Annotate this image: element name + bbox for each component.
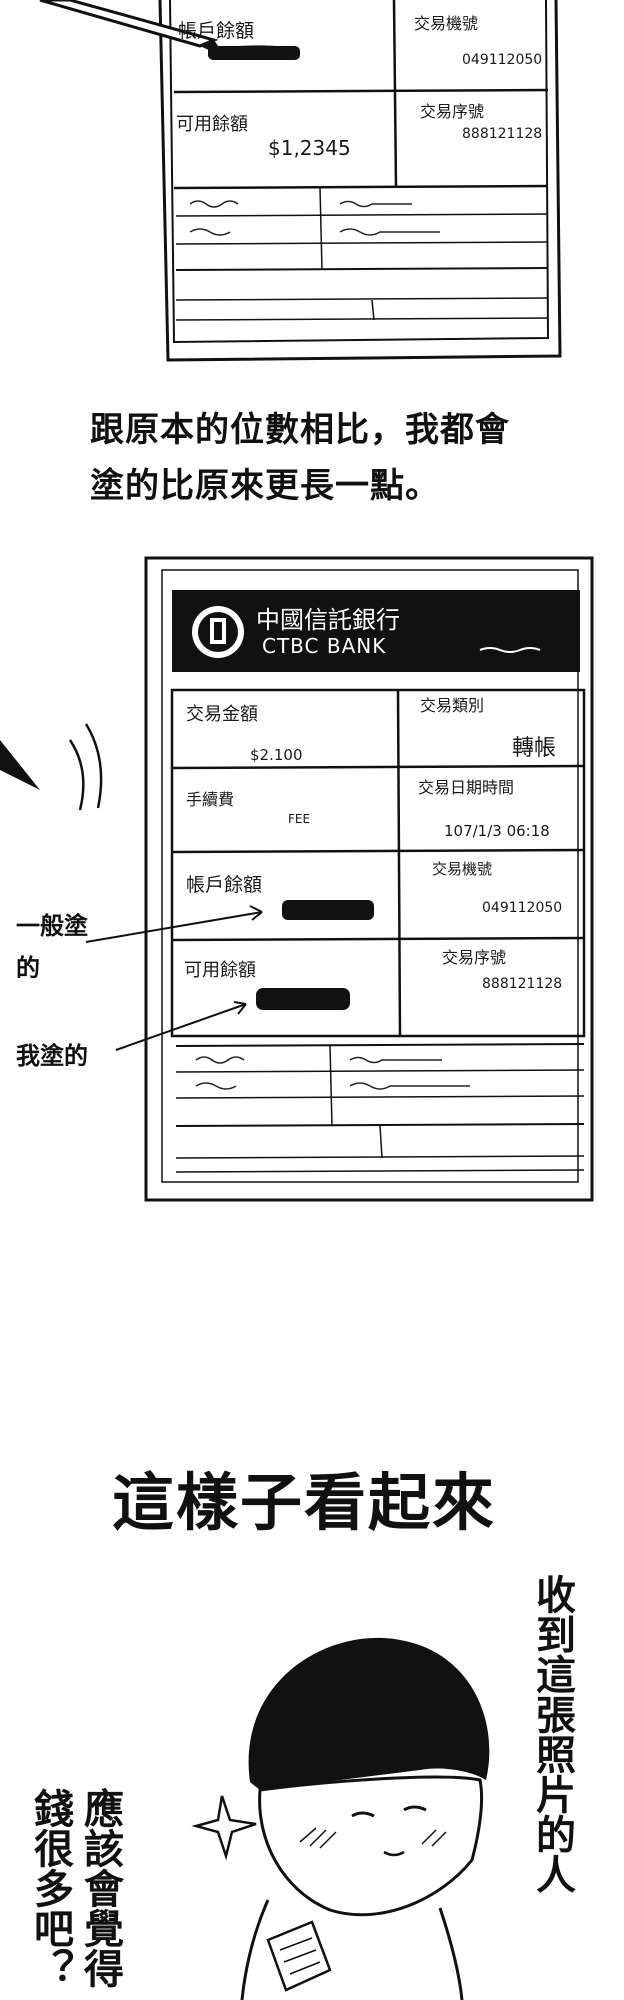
- amount-value: $2.100: [250, 746, 303, 764]
- bottom-sequence-value: 888121128: [482, 976, 563, 992]
- fee-label: 手續費: [186, 790, 235, 809]
- bottom-terminal-label: 交易機號: [432, 860, 493, 878]
- caption-1-line-2: 塗的比原來更長一點。: [90, 466, 440, 506]
- bank-name: 中國信託銀行: [256, 606, 400, 634]
- type-label: 交易類別: [420, 696, 485, 715]
- bottom-account-balance-label: 帳戶餘額: [186, 874, 263, 896]
- annotation-normal-line-1: 一般塗: [16, 912, 88, 940]
- vertical-text-left-col-1: 應該會覺得: [77, 1788, 123, 1988]
- fee-value: FEE: [288, 812, 311, 826]
- amount-label: 交易金額: [186, 704, 258, 725]
- top-available-label: 可用餘額: [176, 114, 248, 135]
- annotation-normal-line-2: 的: [16, 954, 40, 982]
- caption-1-line-1: 跟原本的位數相比，我都會: [90, 410, 510, 450]
- top-terminal-value: 049112050: [462, 52, 543, 68]
- top-account-balance-label: 帳戶餘額: [178, 20, 255, 42]
- bottom-available-label: 可用餘額: [184, 960, 256, 981]
- caption-2: 這樣子看起來: [112, 1466, 497, 1539]
- vertical-text-left-col-2: 錢很多吧？: [27, 1788, 73, 1988]
- type-value: 轉帳: [512, 736, 557, 761]
- top-terminal-label: 交易機號: [414, 14, 479, 33]
- top-available-value: $1,2345: [268, 136, 351, 160]
- bottom-terminal-value: 049112050: [482, 900, 563, 916]
- bottom-sequence-label: 交易序號: [442, 948, 507, 967]
- top-sequence-value: 888121128: [462, 126, 543, 142]
- top-sequence-label: 交易序號: [420, 102, 485, 121]
- datetime-label: 交易日期時間: [418, 778, 515, 797]
- vertical-text-right: 收到這張照片的人: [529, 1574, 575, 1894]
- bank-name-en: CTBC BANK: [262, 634, 387, 658]
- datetime-value: 107/1/3 06:18: [444, 822, 550, 840]
- annotation-mine: 我塗的: [16, 1042, 88, 1070]
